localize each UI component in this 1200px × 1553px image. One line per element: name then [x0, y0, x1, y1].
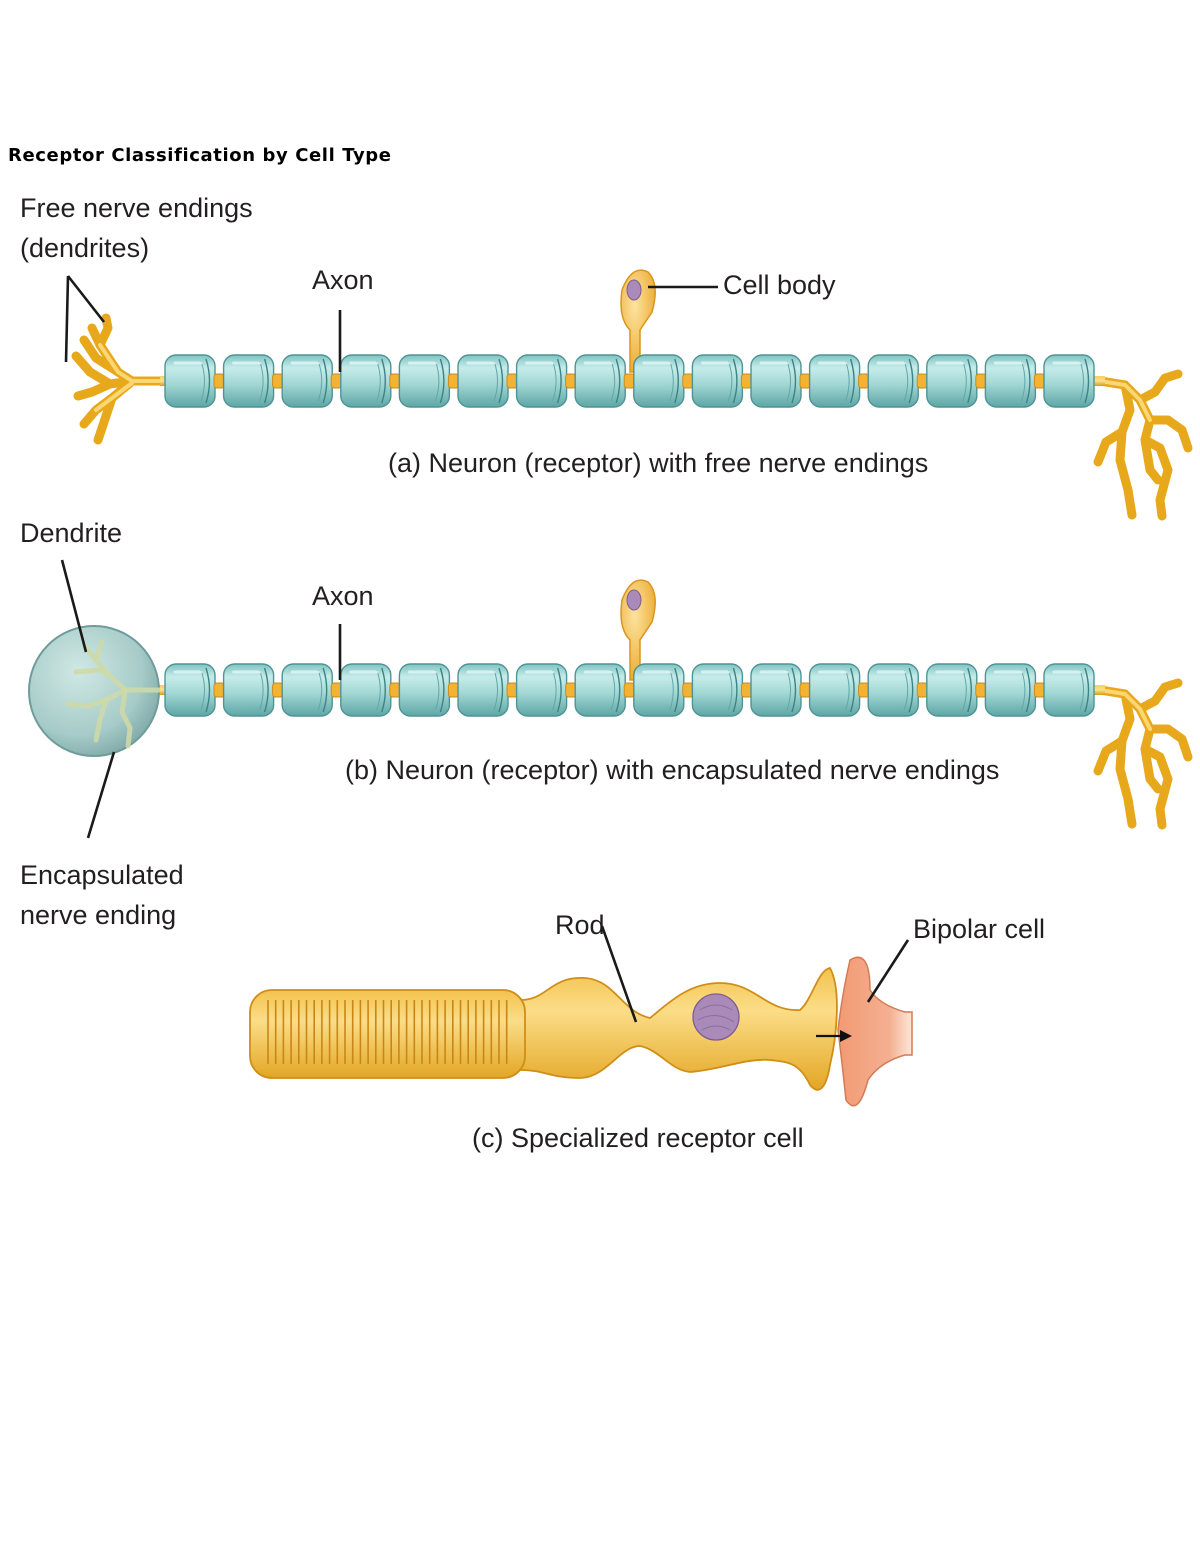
bipolar-leader	[866, 939, 910, 1003]
myelin-sheath-segment	[1043, 663, 1095, 717]
myelin-sheath-segment	[750, 663, 802, 717]
myelin-sheath-segment	[926, 354, 978, 408]
myelin-sheath-segment	[398, 663, 451, 717]
myelin-sheath-segment	[457, 663, 509, 717]
myelin-sheath-segment	[515, 354, 568, 408]
free-nerve-endings-leader	[64, 275, 106, 363]
rod-outer-segment-discs	[267, 1000, 508, 1064]
dendrite-leader	[60, 559, 88, 653]
rod-label: Rod	[555, 910, 605, 940]
myelin-sheath-segment	[867, 354, 919, 408]
myelin-sheath-segment	[1043, 354, 1095, 408]
rod-cell	[249, 967, 838, 1091]
myelin-sheath-segment	[926, 663, 978, 717]
myelin-sheath-segment	[808, 663, 861, 717]
myelin-sheath-segment	[691, 663, 744, 717]
myelin-sheath-segment	[340, 354, 392, 408]
myelin-sheath-segment	[457, 354, 509, 408]
panel-c-specialized-receptor: Rod Bipolar cell (c) Specialized recepto…	[249, 910, 1045, 1153]
myelinated-axon	[160, 354, 1105, 408]
rod-nucleus	[692, 993, 740, 1041]
caption-a: (a) Neuron (receptor) with free nerve en…	[388, 448, 928, 478]
myelin-sheath-segment	[281, 663, 333, 717]
panel-b-encapsulated-nerve-endings: Dendrite Axon Encapsulated nerve ending …	[20, 518, 1193, 930]
axon-terminal-right-b	[1093, 678, 1193, 830]
myelin-sheath-segment	[574, 354, 626, 408]
free-nerve-endings-label: Free nerve endings	[20, 193, 253, 223]
myelin-sheath-segment	[633, 663, 685, 717]
caption-c: (c) Specialized receptor cell	[472, 1123, 804, 1153]
myelin-sheath-segment	[340, 663, 392, 717]
axon-label-a: Axon	[312, 265, 374, 295]
encapsulated-nerve-ending	[28, 625, 175, 757]
bipolar-cell-label: Bipolar cell	[913, 914, 1045, 944]
panel-a-free-nerve-endings: Free nerve endings (dendrites) Axon Cell…	[20, 193, 1193, 521]
myelin-sheath-segment	[398, 354, 451, 408]
rod-leader	[600, 925, 638, 1023]
myelin-sheath-segment	[691, 354, 744, 408]
myelin-sheath-segment	[808, 354, 861, 408]
myelin-sheath-segment	[574, 663, 626, 717]
myelin-sheath-segment	[633, 354, 685, 408]
bipolar-cell	[837, 956, 913, 1107]
myelin-sheath-segment	[222, 663, 275, 717]
encapsulated-leader	[86, 751, 116, 839]
dendrite-label: Dendrite	[20, 518, 122, 548]
free-nerve-endings-dendrites	[71, 313, 170, 445]
encapsulated-label: Encapsulated	[20, 860, 184, 890]
myelin-sheath-segment	[164, 354, 216, 408]
myelin-sheath-segment	[281, 354, 333, 408]
myelin-sheath-segment	[984, 663, 1037, 717]
myelin-sheath-segment	[515, 663, 568, 717]
free-nerve-endings-sublabel: (dendrites)	[20, 233, 149, 263]
cell-body-label: Cell body	[723, 270, 836, 300]
axon-label-b: Axon	[312, 581, 374, 611]
myelin-sheath-segment	[222, 354, 275, 408]
cell-body	[620, 269, 656, 373]
axon-terminal-right	[1093, 369, 1193, 521]
myelin-sheath-segment	[867, 663, 919, 717]
cell-body-b	[620, 579, 656, 681]
synapse-arrow	[816, 1030, 852, 1042]
myelin-sheath-segment	[164, 663, 216, 717]
myelinated-axon-b	[160, 663, 1105, 717]
page-title: Receptor Classification by Cell Type	[8, 145, 392, 166]
myelin-sheath-segment	[750, 354, 802, 408]
myelin-sheath-segment	[984, 354, 1037, 408]
caption-b: (b) Neuron (receptor) with encapsulated …	[345, 755, 999, 785]
encapsulated-sublabel: nerve ending	[20, 900, 176, 930]
